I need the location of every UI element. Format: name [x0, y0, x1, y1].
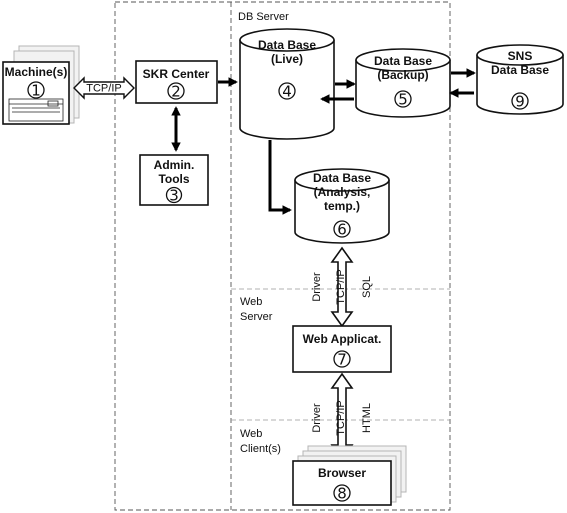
db-backup-label-1: Data Base: [374, 54, 432, 68]
server-zone-frame: [114, 1, 451, 511]
web-app-label: Web Applicat.: [303, 332, 382, 346]
browser-number: 8: [337, 485, 347, 503]
web-server-label-2: Server: [240, 311, 273, 323]
web-clients-label-1: Web: [240, 428, 262, 440]
db-web-driver-label: Driver: [311, 272, 323, 302]
db-backup-label-2: (Backup): [377, 68, 428, 82]
db-analysis-label-1: Data Base: [313, 171, 371, 185]
db-analysis-number-badge: [333, 220, 351, 238]
web-server-label-1: Web: [240, 296, 262, 308]
web-app-number: 7: [337, 351, 347, 369]
machine-label: Machine(s): [5, 65, 68, 79]
machines-stack: Machine(s) 1: [2, 45, 80, 125]
sns-db-number: 9: [515, 93, 525, 111]
sns-db-number-badge: [511, 92, 529, 110]
db-analysis-number: 6: [337, 221, 347, 239]
admin-tools-number-badge: [165, 186, 183, 204]
machine-skr-protocol: TCP/IP: [86, 83, 121, 95]
db-analysis-node: [294, 168, 390, 244]
db-server-label: DB Server: [238, 11, 289, 23]
web-app-number-badge: [333, 350, 351, 368]
db-backup-number-badge: [394, 90, 412, 108]
db-live-label-2: (Live): [271, 52, 303, 66]
browser-number-badge: [333, 484, 351, 502]
db-backup-node: [355, 48, 451, 118]
browser-stack: [292, 445, 407, 506]
admin-tools-label-2: Tools: [158, 172, 189, 186]
admin-tools-label-1: Admin.: [154, 158, 195, 172]
web-clients-label-2: Client(s): [240, 443, 281, 455]
web-browser-protocol-label: TCP/IP: [335, 400, 347, 435]
sns-db-label-2: Data Base: [491, 63, 549, 77]
machine-number-badge: [27, 81, 45, 99]
live-to-analysis-arrow: [268, 140, 292, 215]
sns-db-label-1: SNS: [508, 49, 533, 63]
skr-center-number: 2: [171, 83, 181, 101]
db-live-number-badge: [278, 82, 296, 100]
db-analysis-label-2: (Analysis,: [314, 185, 371, 199]
machine-skr-link: TCP/IP: [73, 76, 135, 100]
db-web-protocol-label: TCP/IP: [335, 269, 347, 304]
skr-center-label: SKR Center: [143, 67, 210, 81]
db-web-sql-label: SQL: [361, 276, 373, 298]
web-browser-html-label: HTML: [361, 403, 373, 433]
db-backup-number: 5: [398, 91, 408, 109]
db-live-label-1: Data Base: [258, 38, 316, 52]
machine-icon: [8, 98, 64, 122]
browser-label: Browser: [318, 466, 366, 480]
skr-center-number-badge: [167, 82, 185, 100]
admin-tools-number: 3: [169, 187, 179, 205]
machine-number: 1: [31, 82, 41, 100]
sns-db-node: [476, 44, 564, 115]
db-live-number: 4: [282, 83, 292, 101]
db-analysis-label-3: temp.): [324, 199, 360, 213]
web-browser-driver-label: Driver: [311, 403, 323, 433]
